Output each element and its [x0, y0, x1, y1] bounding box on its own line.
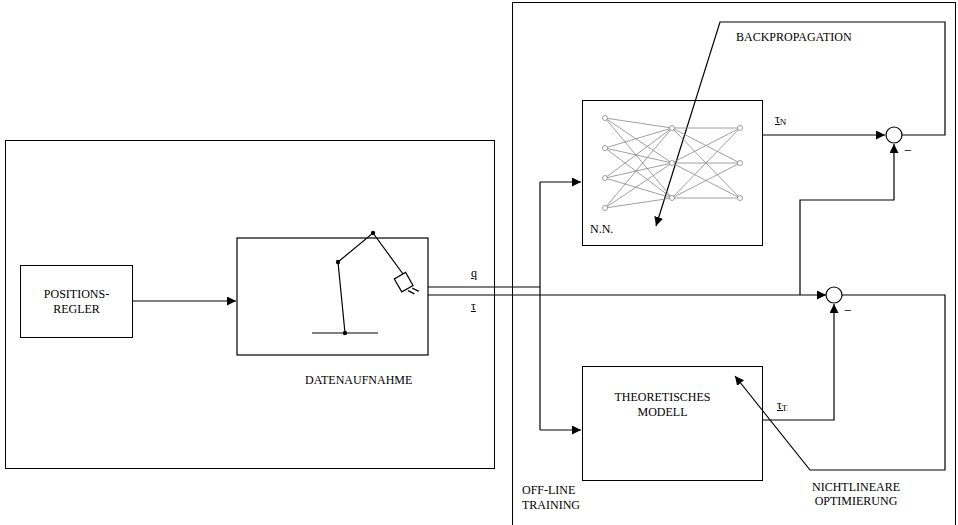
summing-junction [886, 127, 902, 143]
robot-box [237, 238, 428, 355]
annotation: BACKPROPAGATION [735, 30, 853, 44]
node-label: THEORETISCHES MODELL [600, 390, 725, 420]
signal-name: q [470, 266, 478, 280]
signal-name: τN [774, 112, 787, 126]
robot-joints [336, 231, 375, 335]
tau-signal-line [428, 144, 894, 295]
signal-name: τ [470, 299, 477, 313]
summing-junction [826, 287, 842, 303]
node-label: N.N. [590, 222, 650, 237]
node-label: OFF-LINE TRAINING [522, 483, 592, 513]
neural-network-illustration [603, 116, 743, 211]
region-panel: DATENAUFNAHME POSITIONS- REGLER [5, 140, 495, 469]
optimization-feedback-line [735, 295, 945, 470]
region-panel: OFF-LINE TRAINING N.N. THEORETISCHES MODEL… [512, 2, 956, 525]
backprop-feedback-line [656, 22, 945, 226]
sign-label: − [843, 303, 853, 320]
q-signal-line [428, 182, 581, 430]
annotation: NICHTLINEARE OPTIMIERUNG [795, 480, 917, 509]
sign-label: − [903, 143, 913, 160]
node-label: DATENAUFNAHME [305, 373, 445, 388]
model-output-line [763, 304, 834, 420]
node-label: POSITIONS- REGLER [27, 287, 127, 317]
process-box: POSITIONS- REGLER [20, 265, 133, 338]
robot-illustration [312, 233, 419, 333]
network-box: N.N. [582, 100, 763, 246]
model-box: THEORETISCHES MODELL [582, 366, 763, 481]
signal-arrow [133, 300, 236, 301]
nn-output-line [763, 134, 885, 135]
signal-name: τT [776, 398, 788, 412]
